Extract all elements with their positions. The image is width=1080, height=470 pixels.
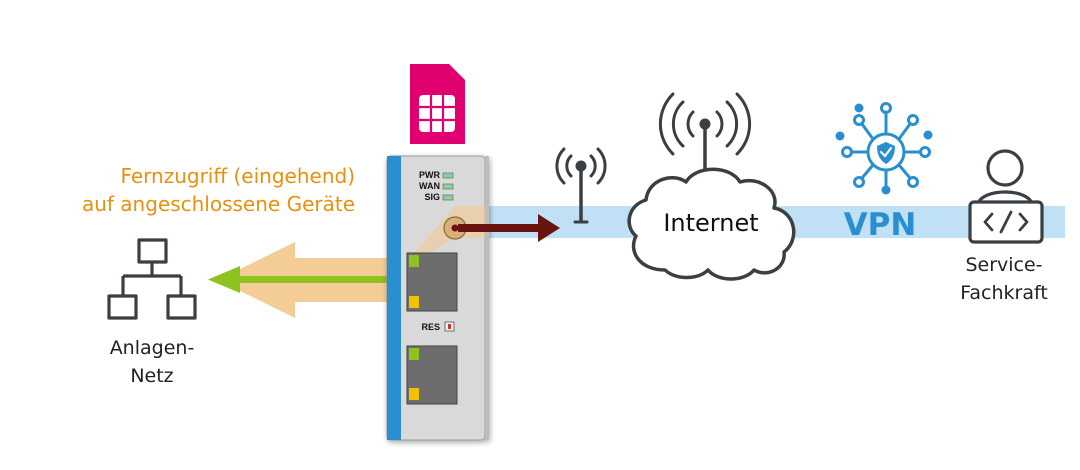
sim-card-icon [410, 64, 465, 144]
ethernet-port-2 [406, 345, 458, 405]
led-wan [442, 183, 454, 190]
network-topology-icon [107, 238, 197, 320]
router-led-panel: PWR WAN SIG [419, 170, 454, 202]
remote-access-label-line1: Fernzugriff (eingehend) [120, 164, 355, 188]
led-sig [442, 194, 454, 201]
service-label-line2: Fachkraft [960, 282, 1048, 304]
reset-label: RES [421, 322, 440, 332]
remote-access-label-line2: auf angeschlossene Geräte [82, 192, 355, 216]
cloud-icon [627, 92, 796, 281]
led-pwr [442, 172, 454, 179]
laptop-user-icon [968, 149, 1044, 244]
antenna-icon [555, 147, 607, 224]
plant-network-label-line1: Anlagen- [110, 337, 195, 359]
plant-network-arrow [208, 266, 425, 293]
service-label-line1: Service- [965, 254, 1042, 276]
vpn-shield-icon [835, 102, 933, 195]
internet-label: Internet [663, 209, 758, 237]
led-label-wan: WAN [419, 181, 440, 191]
ethernet-port-1 [406, 252, 458, 312]
plant-network-label-line2: Netz [130, 365, 173, 387]
vpn-label: VPN [844, 207, 917, 243]
led-label-sig: SIG [424, 192, 440, 202]
led-label-pwr: PWR [419, 170, 440, 180]
uplink-arrow [458, 214, 560, 242]
